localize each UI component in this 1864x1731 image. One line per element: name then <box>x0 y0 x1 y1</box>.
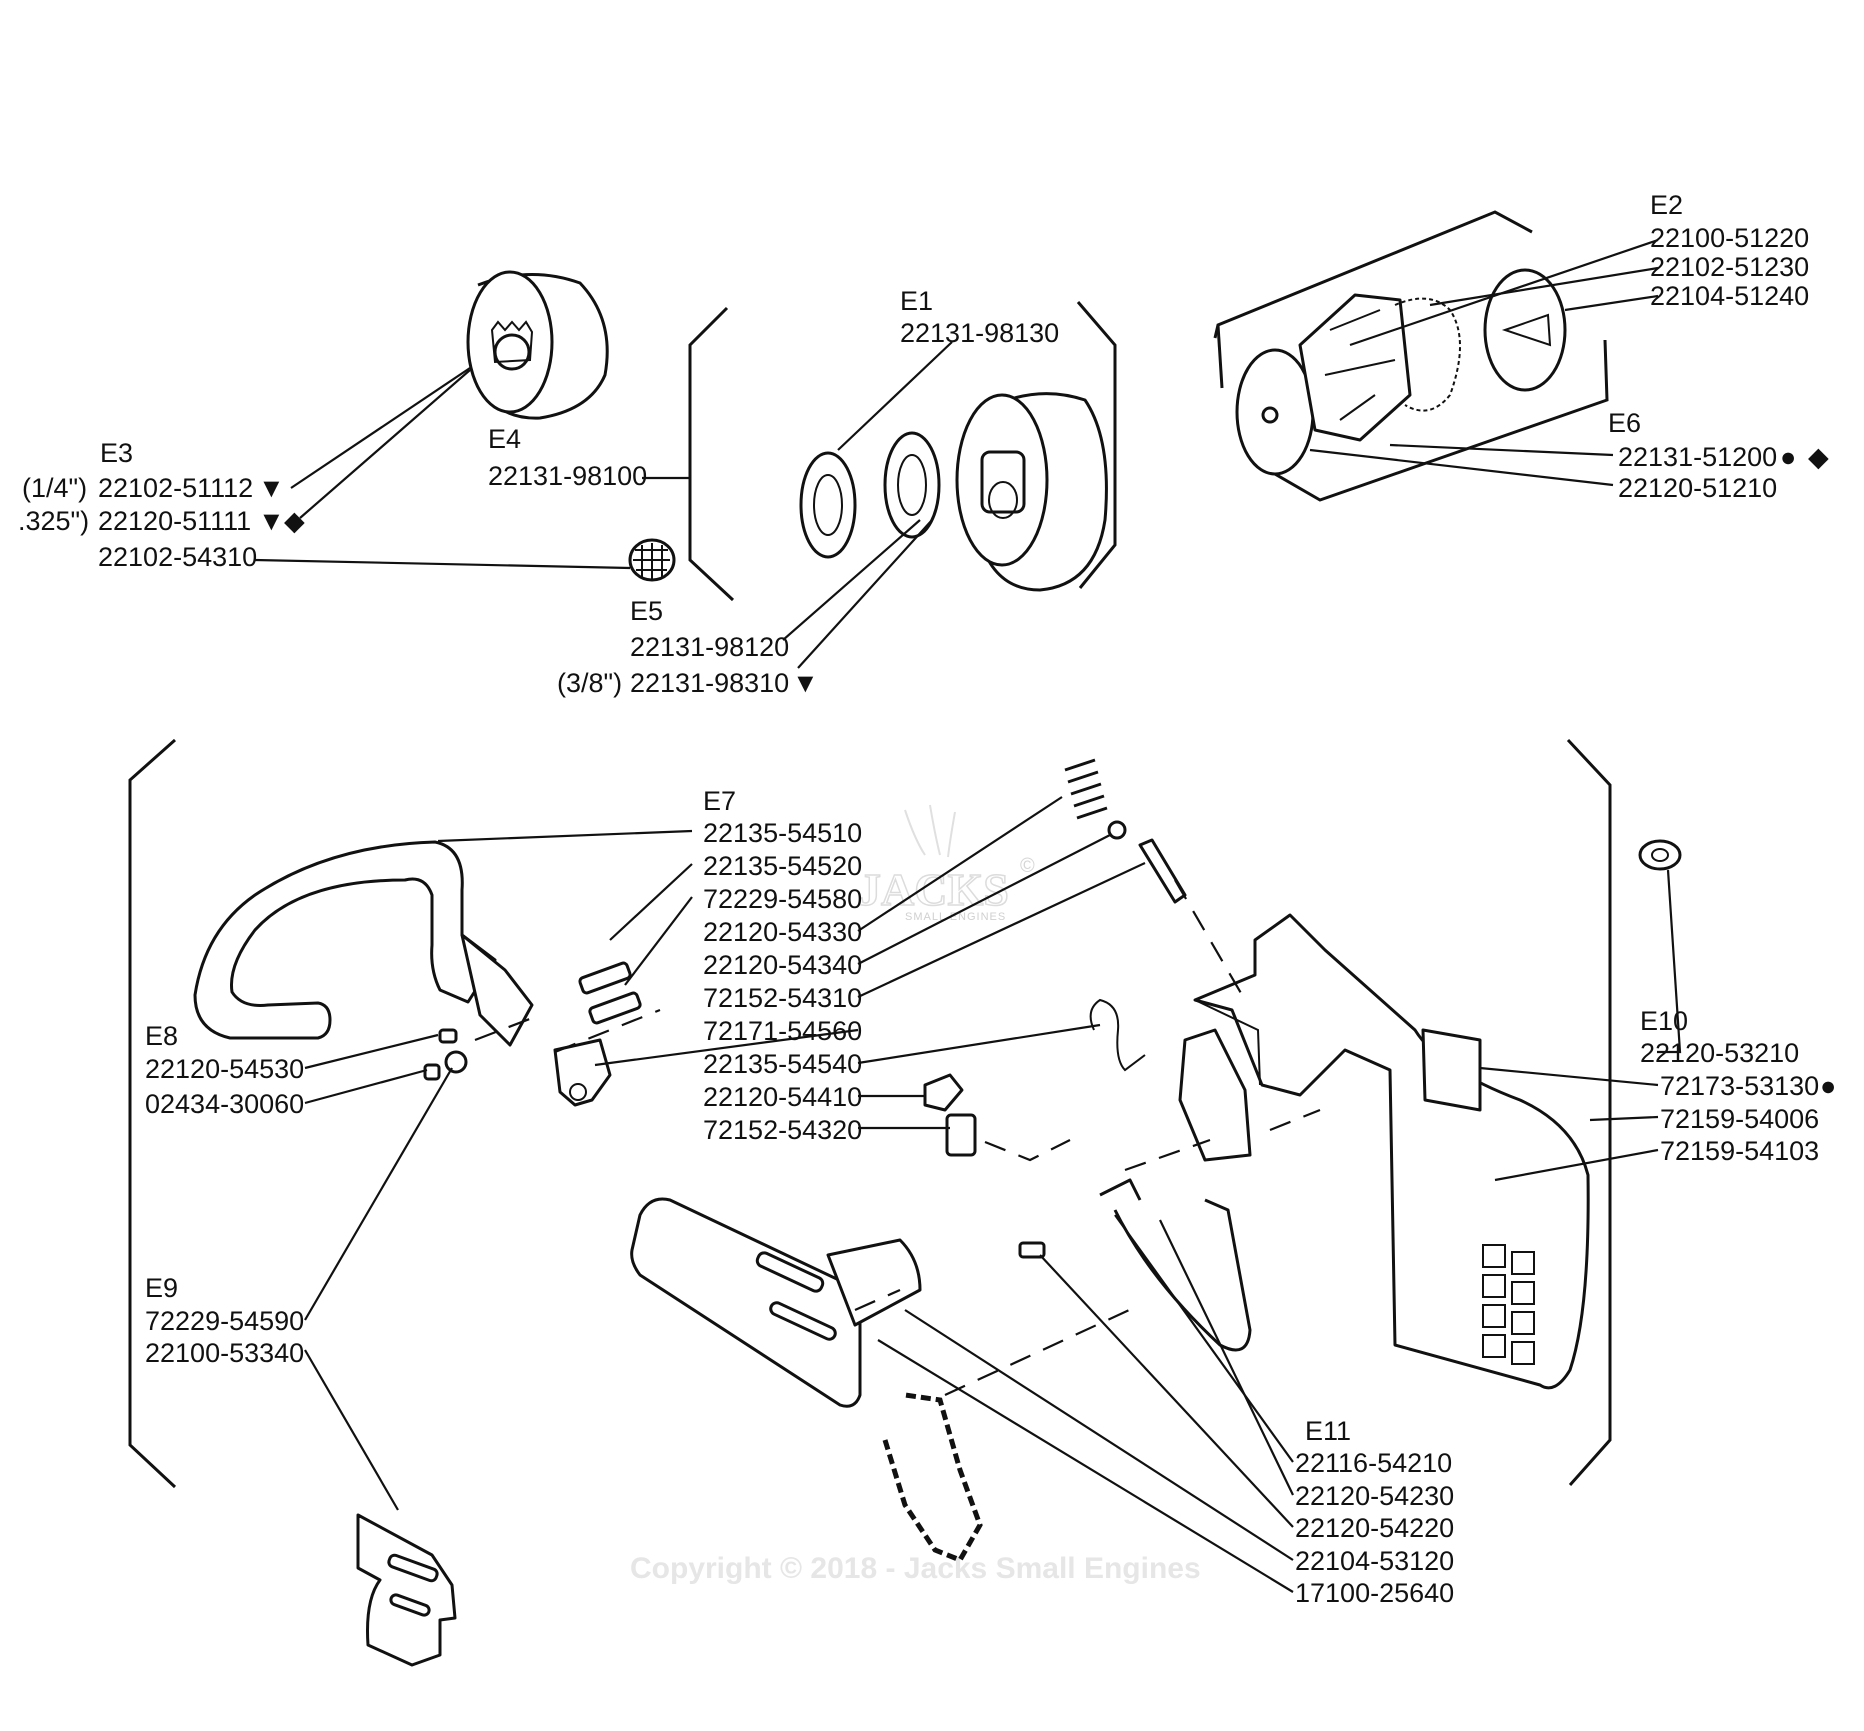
part-72159-54103: 72159-54103 <box>1660 1136 1819 1166</box>
part-22120-51111: 22120-51111 <box>98 506 251 536</box>
rim-sprocket-e5 <box>883 431 941 539</box>
label-e10: E10 <box>1640 1006 1688 1036</box>
part-22131-98100: 22131-98100 <box>488 461 647 491</box>
label-e3: E3 <box>100 438 133 468</box>
symbol-triangle: ▼ <box>258 506 285 536</box>
part-22120-54340: 22120-54340 <box>703 950 862 980</box>
part-22135-54510: 22135-54510 <box>703 818 862 848</box>
label-e1: E1 <box>900 286 933 316</box>
part-22120-54530: 22120-54530 <box>145 1054 304 1084</box>
rim-sprocket-e1 <box>799 451 857 559</box>
part-22131-51200: 22131-51200 <box>1618 442 1777 472</box>
part-22102-54310: 22102-54310 <box>98 542 257 572</box>
part-02434-30060: 02434-30060 <box>145 1089 304 1119</box>
part-prefix-1-4: (1/4") <box>22 473 87 503</box>
part-22131-98130: 22131-98130 <box>900 318 1059 348</box>
label-e9: E9 <box>145 1273 178 1303</box>
leader-lines <box>254 238 1682 1593</box>
part-72152-54310: 72152-54310 <box>703 983 862 1013</box>
symbol-circle: ● <box>1780 442 1796 472</box>
part-22102-51112: 22102-51112 <box>98 473 253 503</box>
bracket-e1-group <box>688 301 1117 602</box>
clutch-cover-housing <box>1178 913 1590 1390</box>
tension-knob-e7 <box>923 998 1146 1157</box>
part-22135-54540: 22135-54540 <box>703 1049 862 1079</box>
part-22120-54410: 22120-54410 <box>703 1082 862 1112</box>
needle-bearing-e5 <box>628 538 676 582</box>
copyright-watermark: Copyright © 2018 - Jacks Small Engines <box>630 1552 1201 1585</box>
washer-e10 <box>1638 839 1682 871</box>
part-72229-54590: 72229-54590 <box>145 1306 304 1336</box>
clutch-drum-e4 <box>466 270 609 420</box>
part-22120-54220: 22120-54220 <box>1295 1513 1454 1543</box>
part-22116-54210: 22116-54210 <box>1295 1448 1452 1478</box>
part-22131-98310: 22131-98310 <box>630 668 789 698</box>
label-e7: E7 <box>703 786 736 816</box>
part-prefix-325: .325") <box>18 506 89 536</box>
label-e5: E5 <box>630 596 663 626</box>
part-72152-54320: 72152-54320 <box>703 1115 862 1145</box>
watermark-logo-text: JACKS <box>858 864 1009 915</box>
label-e8: E8 <box>145 1021 178 1051</box>
part-22104-53120: 22104-53120 <box>1295 1546 1454 1576</box>
part-22131-98120: 22131-98120 <box>630 632 789 662</box>
part-22120-54230: 22120-54230 <box>1295 1481 1454 1511</box>
part-22102-51230: 22102-51230 <box>1650 252 1809 282</box>
symbol-circle: ● <box>1820 1071 1836 1101</box>
watermark-logo: JACKS © SMALL ENGINES <box>857 804 1035 923</box>
label-e2: E2 <box>1650 190 1683 220</box>
label-e4: E4 <box>488 424 521 454</box>
bracket-lower-group <box>128 738 1612 1489</box>
part-72171-54560: 72171-54560 <box>703 1016 862 1046</box>
part-prefix-3-8: (3/8") <box>557 668 622 698</box>
symbol-triangle: ▼ <box>792 668 819 698</box>
assembly-lines <box>474 879 1321 1396</box>
symbol-triangle: ▼ <box>258 473 285 503</box>
front-handle-e7 <box>193 840 612 1107</box>
part-22120-53210: 22120-53210 <box>1640 1038 1799 1068</box>
part-22120-51210: 22120-51210 <box>1618 473 1777 503</box>
symbol-diamond: ◆ <box>284 506 305 536</box>
watermark-logo-mark: © <box>1020 855 1035 877</box>
bar-plate-e9 <box>356 1513 457 1667</box>
part-22135-54520: 22135-54520 <box>703 851 862 881</box>
clutch-drum-e1 <box>955 392 1108 592</box>
clutch-assembly-e2 <box>1235 268 1567 476</box>
watermark-logo-sub: SMALL ENGINES <box>905 911 1006 923</box>
bolts-e7 <box>423 961 642 1081</box>
bracket-e2-group <box>1213 210 1609 502</box>
part-22120-54330: 22120-54330 <box>703 917 862 947</box>
spring-e7 <box>1064 758 1187 904</box>
label-e6: E6 <box>1608 408 1641 438</box>
saw-chain <box>882 1392 983 1564</box>
guide-bar <box>630 1197 922 1408</box>
part-72229-54580: 72229-54580 <box>703 884 862 914</box>
brake-band-e11 <box>1018 1178 1252 1352</box>
part-22100-51220: 22100-51220 <box>1650 223 1809 253</box>
part-22104-51240: 22104-51240 <box>1650 281 1809 311</box>
symbol-diamond: ◆ <box>1808 442 1829 472</box>
label-e11: E11 <box>1305 1416 1351 1446</box>
part-22100-53340: 22100-53340 <box>145 1338 304 1368</box>
part-17100-25640: 17100-25640 <box>1295 1578 1454 1608</box>
part-72159-54006: 72159-54006 <box>1660 1104 1819 1134</box>
part-72173-53130: 72173-53130 <box>1660 1071 1819 1101</box>
